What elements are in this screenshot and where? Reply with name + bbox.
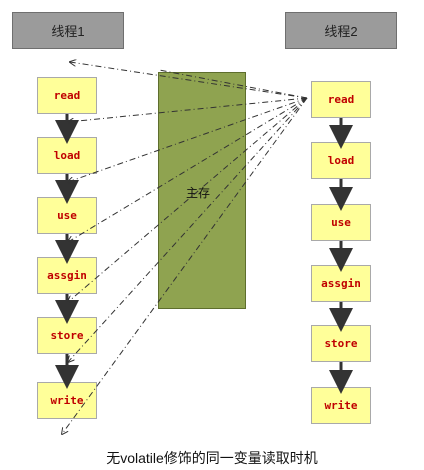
main-memory-label: 主存 [186,186,211,200]
thread1-header: 线程1 [12,12,124,49]
thread2-op-read: read [311,81,371,118]
thread1-op-read: read [37,77,97,114]
read-timing-lines [62,62,308,434]
diagram-caption: 无volatile修饰的同一变量读取时机 [106,450,318,466]
thread2-op-write: write [311,387,371,424]
thread2-header: 线程2 [285,12,397,49]
